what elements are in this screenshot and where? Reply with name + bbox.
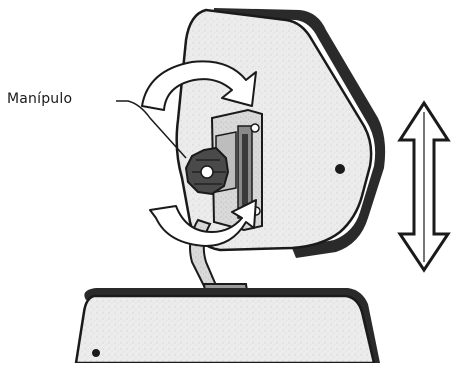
backrest-face xyxy=(76,296,374,363)
headrest-panel-face xyxy=(177,10,371,250)
callout-leader-line xyxy=(116,101,186,158)
rail-slot-inner xyxy=(242,134,248,210)
backrest-hole xyxy=(92,349,100,357)
adjustment-knob xyxy=(186,148,228,194)
mounting-hole xyxy=(335,164,345,174)
headrest-panel xyxy=(177,8,385,258)
knob-callout-label: Manípulo xyxy=(7,91,72,107)
rail-screw-top xyxy=(251,124,259,132)
knob-center xyxy=(201,166,213,178)
backrest-panel xyxy=(76,288,380,363)
